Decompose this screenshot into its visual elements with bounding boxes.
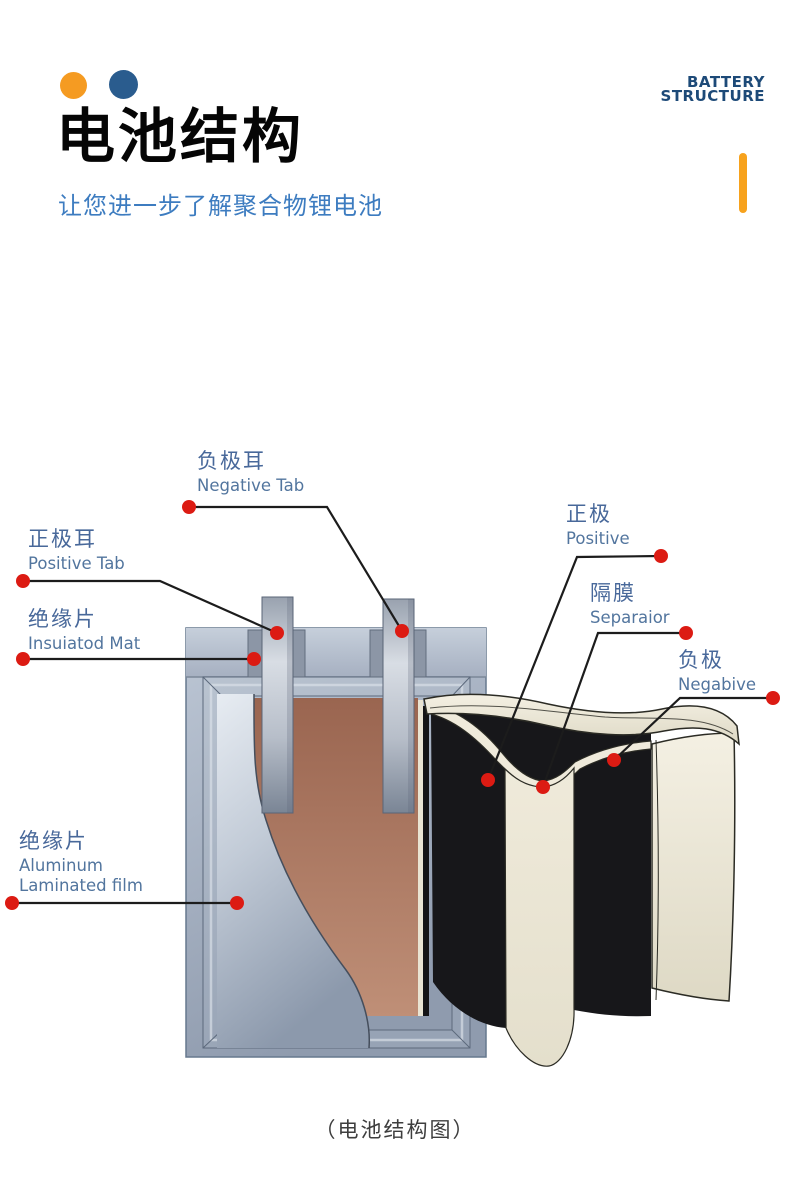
- label-en: Separaior: [590, 608, 670, 627]
- diagram-caption: （电池结构图）: [314, 1118, 476, 1142]
- label-cn: 负极耳: [197, 449, 266, 473]
- diagram-label-insulated-mat: 绝缘片 Insuiatod Mat: [28, 607, 140, 654]
- blue-dot-icon: [109, 70, 138, 99]
- label-en: Negative Tab: [197, 476, 305, 495]
- marker-dot: [536, 780, 550, 794]
- marker-dot: [654, 549, 668, 563]
- marker-dot: [16, 574, 30, 588]
- marker-dot: [270, 626, 284, 640]
- marker-dot: [16, 652, 30, 666]
- leader-line: [486, 554, 662, 781]
- label-cn: 负极: [678, 648, 724, 672]
- brand-line1: BATTERY: [686, 73, 765, 91]
- leader-line: [189, 505, 403, 632]
- diagram-label-positive: 正极 Positive: [566, 502, 630, 549]
- marker-dot: [481, 773, 495, 787]
- label-en: Positive: [566, 529, 630, 548]
- diagram-label-negative: 负极 Negabive: [678, 648, 756, 695]
- marker-dot: [395, 624, 409, 638]
- diagram-label-negative-tab: 负极耳 Negative Tab: [197, 449, 304, 496]
- label-cn: 正极耳: [28, 527, 97, 551]
- marker-dot: [766, 691, 780, 705]
- diagram-label-positive-tab: 正极耳 Positive Tab: [28, 527, 125, 574]
- label-en: Positive Tab: [28, 554, 125, 573]
- label-en: Negabive: [678, 675, 757, 694]
- peeled-film: [217, 694, 370, 1048]
- page-title: 电池结构: [56, 102, 305, 171]
- orange-dot-icon: [60, 72, 87, 99]
- label-en: Aluminum Laminated film: [19, 856, 143, 895]
- marker-dots: [5, 500, 780, 910]
- brand-line2: STRUCTURE: [660, 87, 765, 105]
- diagram-label-separator: 隔膜 Separaior: [590, 581, 670, 628]
- leader-line: [541, 631, 686, 788]
- marker-dot: [5, 896, 19, 910]
- brand-text: BATTERY STRUCTURE: [660, 73, 765, 105]
- leader-line: [23, 579, 278, 635]
- diagram-label-aluminum-film: 绝缘片 Aluminum Laminated film: [19, 829, 154, 896]
- marker-dot: [182, 500, 196, 514]
- label-en: Insuiatod Mat: [28, 634, 141, 653]
- leader-lines: [12, 505, 773, 905]
- electrode-stack: [423, 693, 740, 1067]
- marker-dot: [607, 753, 621, 767]
- label-cn: 绝缘片: [19, 829, 88, 853]
- marker-dot: [230, 896, 244, 910]
- marker-dot: [679, 626, 693, 640]
- label-cn: 绝缘片: [28, 607, 97, 631]
- accent-bar: [739, 153, 747, 213]
- label-cn: 正极: [566, 502, 612, 526]
- page-subtitle: 让您进一步了解聚合物锂电池: [58, 192, 383, 220]
- leader-line: [613, 696, 773, 761]
- label-cn: 隔膜: [590, 581, 636, 605]
- marker-dot: [247, 652, 261, 666]
